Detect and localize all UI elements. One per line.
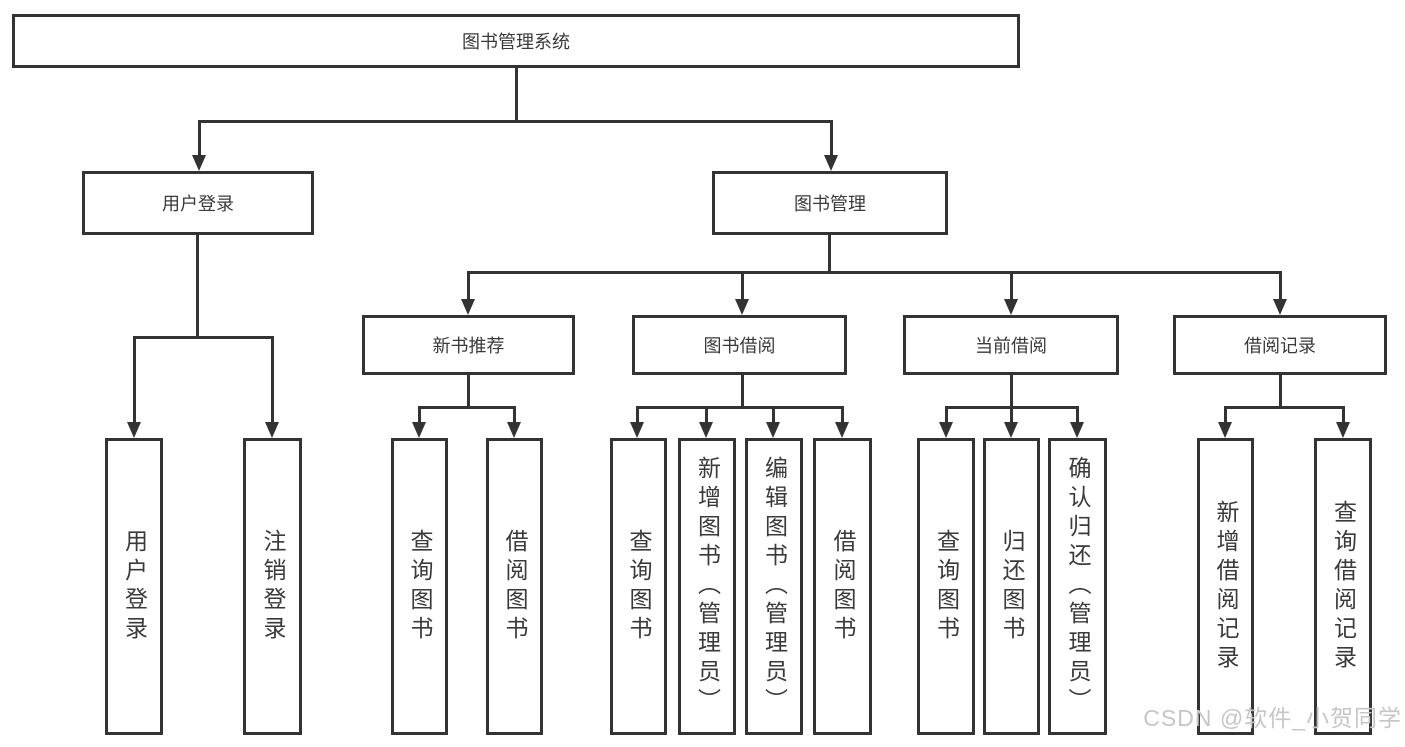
connector-root-stem-left [198, 120, 201, 155]
connector-records-vline [1279, 375, 1282, 406]
connector-bookmgmt-stem-3 [1010, 271, 1013, 299]
connector-userlogin-vline [196, 235, 199, 336]
arrowhead-down-icon [507, 422, 521, 438]
connector-userlogin-stem-1 [133, 336, 136, 422]
connector-borrow-stem-1 [636, 406, 639, 422]
connector-root-stem-right [830, 120, 833, 155]
arrowhead-down-icon [939, 422, 953, 438]
leaf-borrow-books-recommend: 借阅图书 [486, 438, 543, 735]
arrowhead-down-icon [127, 422, 141, 438]
connector-recommend-stem-1 [418, 406, 421, 422]
connector-borrow-hline [636, 406, 844, 409]
node-label: 新书推荐 [432, 336, 505, 356]
arrowhead-down-icon [699, 422, 713, 438]
node-label: 借阅记录 [1244, 336, 1316, 356]
connector-userlogin-stem-2 [271, 336, 274, 422]
arrowhead-down-icon [461, 299, 475, 315]
connector-recommend-stem-2 [513, 406, 516, 422]
leaf-label: 用户登录 [121, 528, 148, 645]
leaf-label: 新增借阅记录 [1213, 499, 1239, 674]
node-new-book-recommend: 新书推荐 [362, 315, 575, 375]
leaf-label: 新增图书（管理员） [694, 456, 721, 717]
leaf-label: 查询图书 [407, 528, 433, 645]
arrowhead-down-icon [835, 422, 849, 438]
node-book-borrow: 图书借阅 [632, 315, 847, 375]
leaf-label: 归还图书 [999, 528, 1025, 645]
leaf-label: 查询图书 [933, 528, 960, 645]
leaf-query-books-recommend: 查询图书 [391, 438, 448, 735]
leaf-label: 借阅图书 [502, 528, 528, 645]
arrowhead-down-icon [1004, 299, 1018, 315]
connector-borrow-stem-3 [772, 406, 775, 422]
connector-borrow-stem-4 [841, 406, 844, 422]
connector-root-hline [198, 120, 833, 123]
connector-root-vline [515, 68, 518, 120]
node-label: 图书借阅 [703, 336, 776, 356]
node-label: 用户登录 [162, 194, 234, 214]
connector-bookmgmt-stem-2 [741, 271, 744, 299]
connector-recommend-hline [418, 406, 516, 409]
connector-bookmgmt-hline [467, 271, 1282, 274]
node-library-management-system: 图书管理系统 [12, 14, 1020, 68]
connector-current-stem-3 [1076, 406, 1079, 422]
arrowhead-down-icon [630, 422, 644, 438]
leaf-query-books-borrow: 查询图书 [610, 438, 667, 735]
node-current-borrow: 当前借阅 [903, 315, 1119, 375]
node-user-login: 用户登录 [82, 171, 314, 235]
leaf-label: 查询借阅记录 [1330, 499, 1357, 674]
node-borrow-records: 借阅记录 [1173, 315, 1387, 375]
connector-bookmgmt-stem-1 [467, 271, 470, 299]
connector-borrow-vline [741, 375, 744, 406]
leaf-label: 确认归还（管理员） [1065, 456, 1091, 717]
arrowhead-down-icon [192, 155, 206, 171]
arrowhead-down-icon [1004, 422, 1018, 438]
csdn-watermark: CSDN @软件_小贺同学 [1143, 705, 1402, 731]
leaf-edit-book-admin: 编辑图书（管理员） [745, 438, 803, 735]
connector-bookmgmt-vline [828, 235, 831, 271]
arrowhead-down-icon [1273, 299, 1287, 315]
connector-userlogin-hline [133, 336, 274, 339]
connector-records-stem-2 [1342, 406, 1345, 422]
connector-records-hline [1224, 406, 1344, 409]
arrowhead-down-icon [1070, 422, 1084, 438]
leaf-confirm-return-admin: 确认归还（管理员） [1048, 438, 1107, 735]
leaf-query-books-current: 查询图书 [917, 438, 975, 735]
leaf-label: 编辑图书（管理员） [761, 456, 788, 717]
arrowhead-down-icon [412, 422, 426, 438]
leaf-borrow-books: 借阅图书 [813, 438, 872, 735]
arrowhead-down-icon [1336, 422, 1350, 438]
arrowhead-down-icon [1218, 422, 1232, 438]
connector-current-stem-2 [1010, 406, 1013, 422]
arrowhead-down-icon [766, 422, 780, 438]
leaf-query-borrow-record: 查询借阅记录 [1314, 438, 1372, 735]
connector-bookmgmt-stem-4 [1279, 271, 1282, 299]
leaf-label: 借阅图书 [830, 528, 856, 645]
leaf-add-book-admin: 新增图书（管理员） [678, 438, 736, 735]
node-book-management: 图书管理 [712, 171, 948, 235]
leaf-label: 查询图书 [626, 528, 652, 645]
connector-recommend-vline [467, 375, 470, 406]
arrowhead-down-icon [735, 299, 749, 315]
connector-records-stem-1 [1224, 406, 1227, 422]
arrowhead-down-icon [265, 422, 279, 438]
leaf-logout: 注销登录 [243, 438, 302, 735]
leaf-label: 注销登录 [260, 528, 286, 645]
arrowhead-down-icon [824, 155, 838, 171]
node-label: 图书管理系统 [462, 32, 570, 52]
node-label: 图书管理 [794, 194, 866, 214]
connector-current-vline [1010, 375, 1013, 406]
connector-borrow-stem-2 [705, 406, 708, 422]
leaf-return-book: 归还图书 [983, 438, 1040, 735]
leaf-add-borrow-record: 新增借阅记录 [1197, 438, 1254, 735]
node-label: 当前借阅 [975, 336, 1047, 356]
leaf-user-login: 用户登录 [105, 438, 163, 735]
connector-current-stem-1 [945, 406, 948, 422]
